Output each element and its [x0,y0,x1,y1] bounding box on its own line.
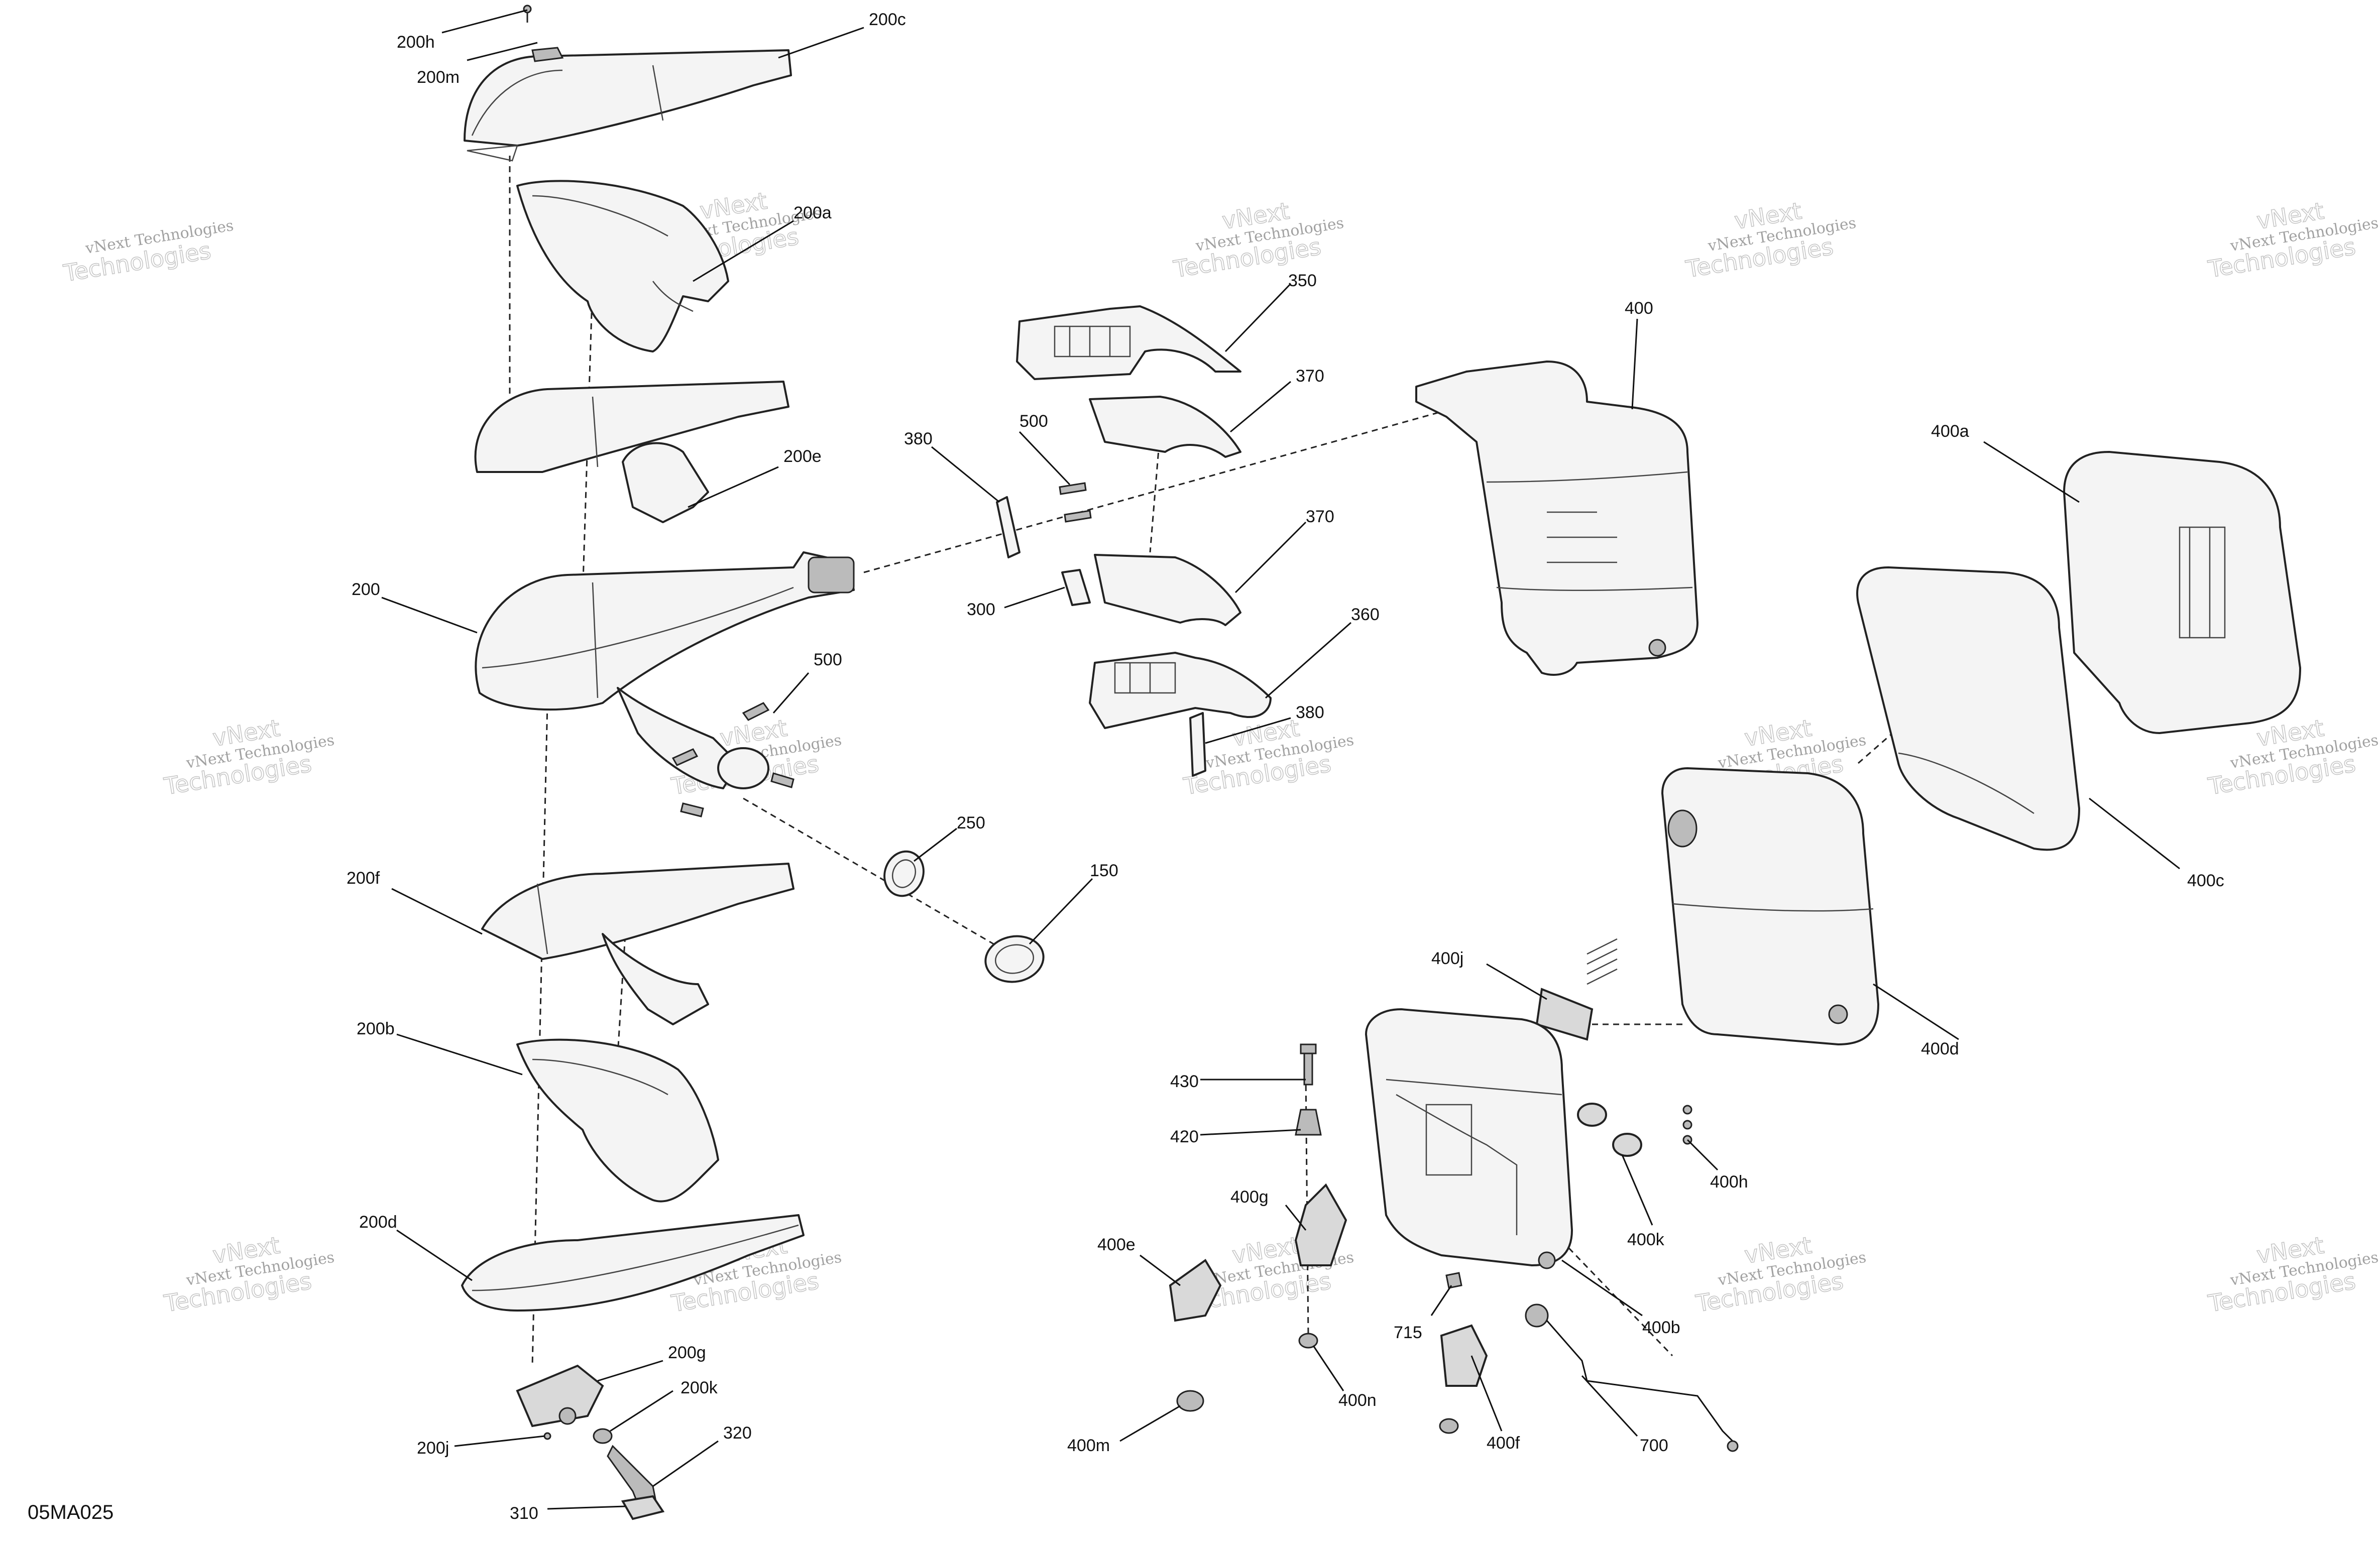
part-200k-grommet [593,1428,613,1444]
callout-150: 150 [1090,861,1118,880]
part-200d-bottom-shield [461,1214,805,1312]
part-350-heat-shield [1016,305,1241,380]
callout-320: 320 [723,1423,752,1443]
part-380-gasket-lower [1189,712,1206,777]
part-200c-top-shield [464,49,792,162]
part-360-pipe [1089,652,1272,729]
part-400h-screws [1682,1105,1692,1145]
callout-400g: 400g [1230,1188,1269,1207]
watermark: vNext vNext Technologies Technologies [162,1231,335,1318]
callout-500-middle: 500 [1019,412,1048,431]
part-400g-bracket [1294,1183,1347,1266]
callout-380-upper: 380 [904,429,933,448]
drawing-code: 05MA025 [28,1501,114,1523]
callout-200d: 200d [359,1213,397,1232]
callout-250: 250 [957,813,985,833]
part-150-seal-ring [984,935,1045,983]
part-400n-grommet [1298,1333,1318,1349]
part-700-sensor-harness [1525,1303,1739,1452]
callout-715: 715 [1394,1323,1422,1342]
part-400c-shield [1856,566,2080,851]
callout-400h: 400h [1710,1172,1748,1192]
part-400j-plate [1535,938,1618,1041]
part-300-seal [1061,569,1091,606]
watermark: vNext vNext Technologies Technologies [1693,1231,1867,1318]
part-200h-screw [523,5,532,23]
part-400b-muffler-base [1365,1008,1573,1269]
callout-370-lower: 370 [1306,507,1334,526]
part-380-gasket-upper [996,496,1021,558]
part-200-expansion-chamber [475,551,855,789]
callout-700: 700 [1640,1436,1668,1455]
part-400k-plate [1577,1103,1642,1157]
callout-430: 430 [1170,1072,1199,1091]
callout-370-upper: 370 [1296,367,1324,386]
callout-400m: 400m [1067,1436,1110,1455]
callout-500-left: 500 [814,650,842,669]
callout-200b: 200b [357,1019,395,1038]
watermark: vNext vNext Technologies Technologies [2206,197,2379,283]
watermark: vNext Technologies Technologies [61,217,235,287]
part-250-gasket-ring [883,850,925,897]
callout-400k: 400k [1627,1230,1665,1249]
part-400m-grommet [1176,1390,1204,1412]
part-200e-chamber-shield [474,381,789,523]
part-430-bolt [1300,1043,1317,1086]
part-500-springs-left [671,702,795,817]
part-370-heat-shield-lower [1094,554,1241,626]
callout-labels: 200h 200m 200c 200a 200e 200 500 200f 20… [347,10,2224,1523]
callout-200: 200 [352,580,380,599]
part-400e-bracket [1169,1259,1222,1322]
part-400a-outer-shield [2063,451,2301,734]
callout-400f: 400f [1487,1434,1520,1453]
leader-lines [381,9,2180,1510]
part-400-muffler [1415,361,1698,676]
callout-400j: 400j [1431,949,1463,968]
callout-380-lower: 380 [1296,703,1324,722]
part-200b-inner-lower-shield [516,1038,719,1203]
callout-200m: 200m [417,68,460,87]
callout-200k: 200k [681,1378,718,1397]
watermark: vNext vNext Technologies Technologies [1171,197,1345,283]
part-200m-clip [531,47,564,62]
callout-400d: 400d [1921,1039,1959,1058]
callout-200c: 200c [869,10,906,29]
part-420-mount [1295,1109,1322,1136]
part-200g-bracket [516,1364,604,1440]
part-400f-bracket [1439,1324,1488,1434]
callout-400c: 400c [2187,871,2224,890]
part-310-nut [621,1495,665,1520]
callout-400e: 400e [1097,1235,1136,1254]
callout-300: 300 [967,600,995,619]
callout-420: 420 [1170,1127,1199,1146]
callout-310: 310 [510,1504,538,1523]
callout-400b: 400b [1642,1318,1680,1337]
watermark: vNext vNext Technologies Technologies [1683,197,1857,283]
callout-200f: 200f [347,869,380,888]
callout-350: 350 [1288,271,1317,290]
part-200a-inner-shield [516,180,729,352]
part-370-heat-shield-upper [1089,396,1241,458]
watermark: vNext vNext Technologies Technologies [2206,1231,2379,1318]
part-400d-shield [1661,767,1879,1045]
part-200f-lower-shield [481,863,795,1025]
callout-400n: 400n [1338,1391,1377,1410]
part-500-springs-middle [1059,482,1092,523]
part-715-nut [1445,1272,1462,1289]
callout-360: 360 [1351,605,1380,624]
callout-200j: 200j [417,1439,449,1458]
callout-400: 400 [1625,299,1653,318]
callout-400a: 400a [1931,422,1969,441]
callout-200a: 200a [794,203,832,222]
callout-200h: 200h [397,33,435,52]
callout-200e: 200e [783,447,822,466]
watermark: vNext vNext Technologies Technologies [162,714,335,800]
callout-200g: 200g [668,1343,706,1362]
